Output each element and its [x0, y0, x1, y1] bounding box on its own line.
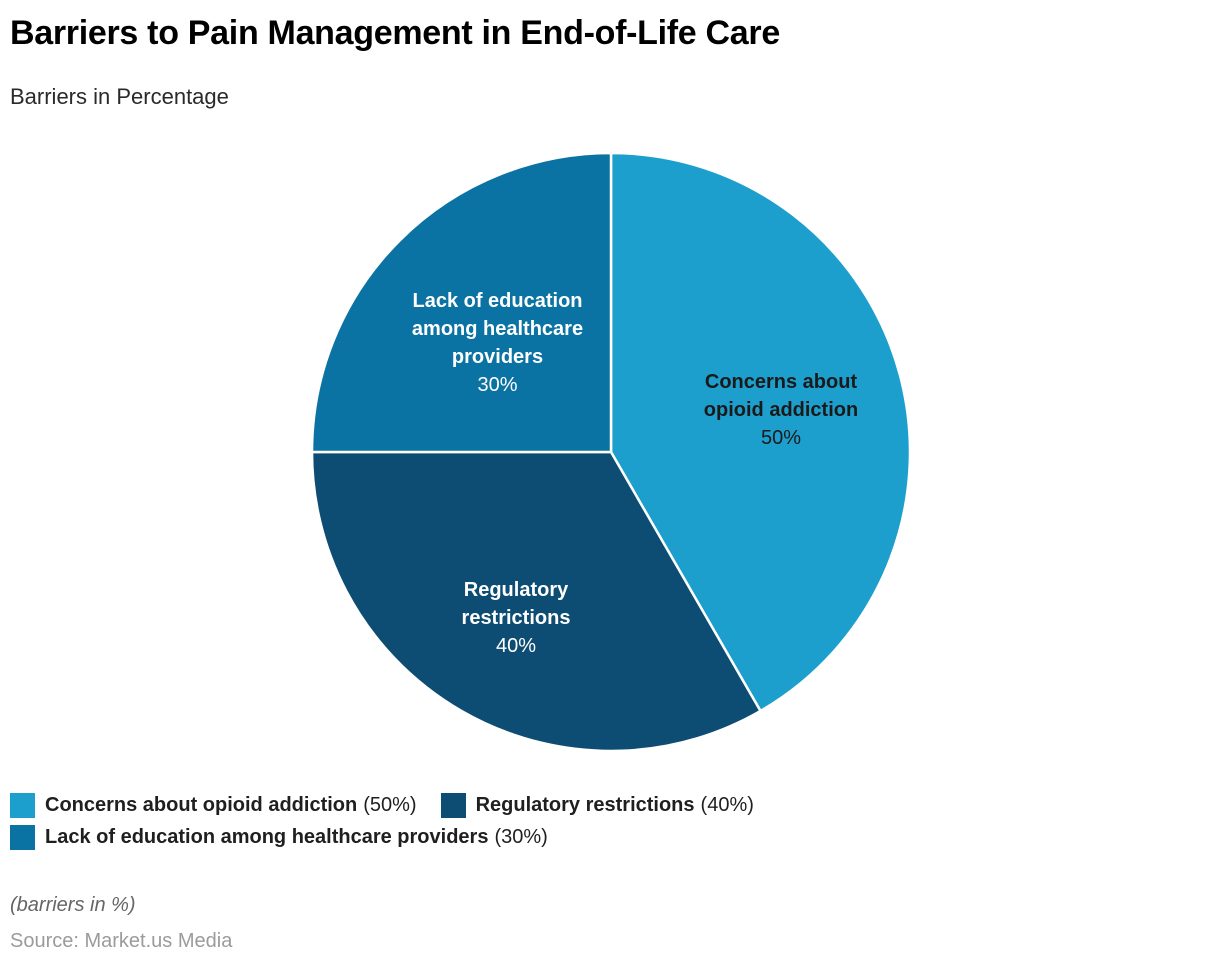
pie-slice[interactable] [609, 151, 912, 713]
legend-percent: (30%) [494, 826, 548, 848]
legend-percent: (50%) [363, 794, 417, 816]
pie-chart [310, 151, 912, 753]
legend-swatch-icon [10, 793, 35, 818]
legend-percent: (40%) [700, 794, 754, 816]
legend-swatch-icon [10, 825, 35, 850]
legend-item-concerns[interactable]: Concerns about opioid addiction(50%) [10, 793, 417, 818]
legend-label: Lack of education among healthcare provi… [45, 826, 489, 848]
pie-slice[interactable] [310, 151, 613, 454]
source-credit: Source: Market.us Media [10, 930, 233, 952]
legend-label: Regulatory restrictions [475, 794, 695, 816]
chart-subtitle: Barriers in Percentage [10, 84, 229, 109]
legend-label: Concerns about opioid addiction [45, 794, 358, 816]
pie-slice[interactable] [310, 450, 762, 753]
chart-title: Barriers to Pain Management in End-of-Li… [10, 14, 780, 52]
legend-item-education[interactable]: Lack of education among healthcare provi… [10, 825, 548, 850]
legend-item-regulatory[interactable]: Regulatory restrictions(40%) [440, 793, 754, 818]
chart-footnote: (barriers in %) [10, 894, 136, 916]
legend-swatch-icon [440, 793, 466, 818]
legend: Concerns about opioid addiction(50%) Reg… [10, 793, 940, 850]
pie-chart-svg [310, 151, 912, 753]
